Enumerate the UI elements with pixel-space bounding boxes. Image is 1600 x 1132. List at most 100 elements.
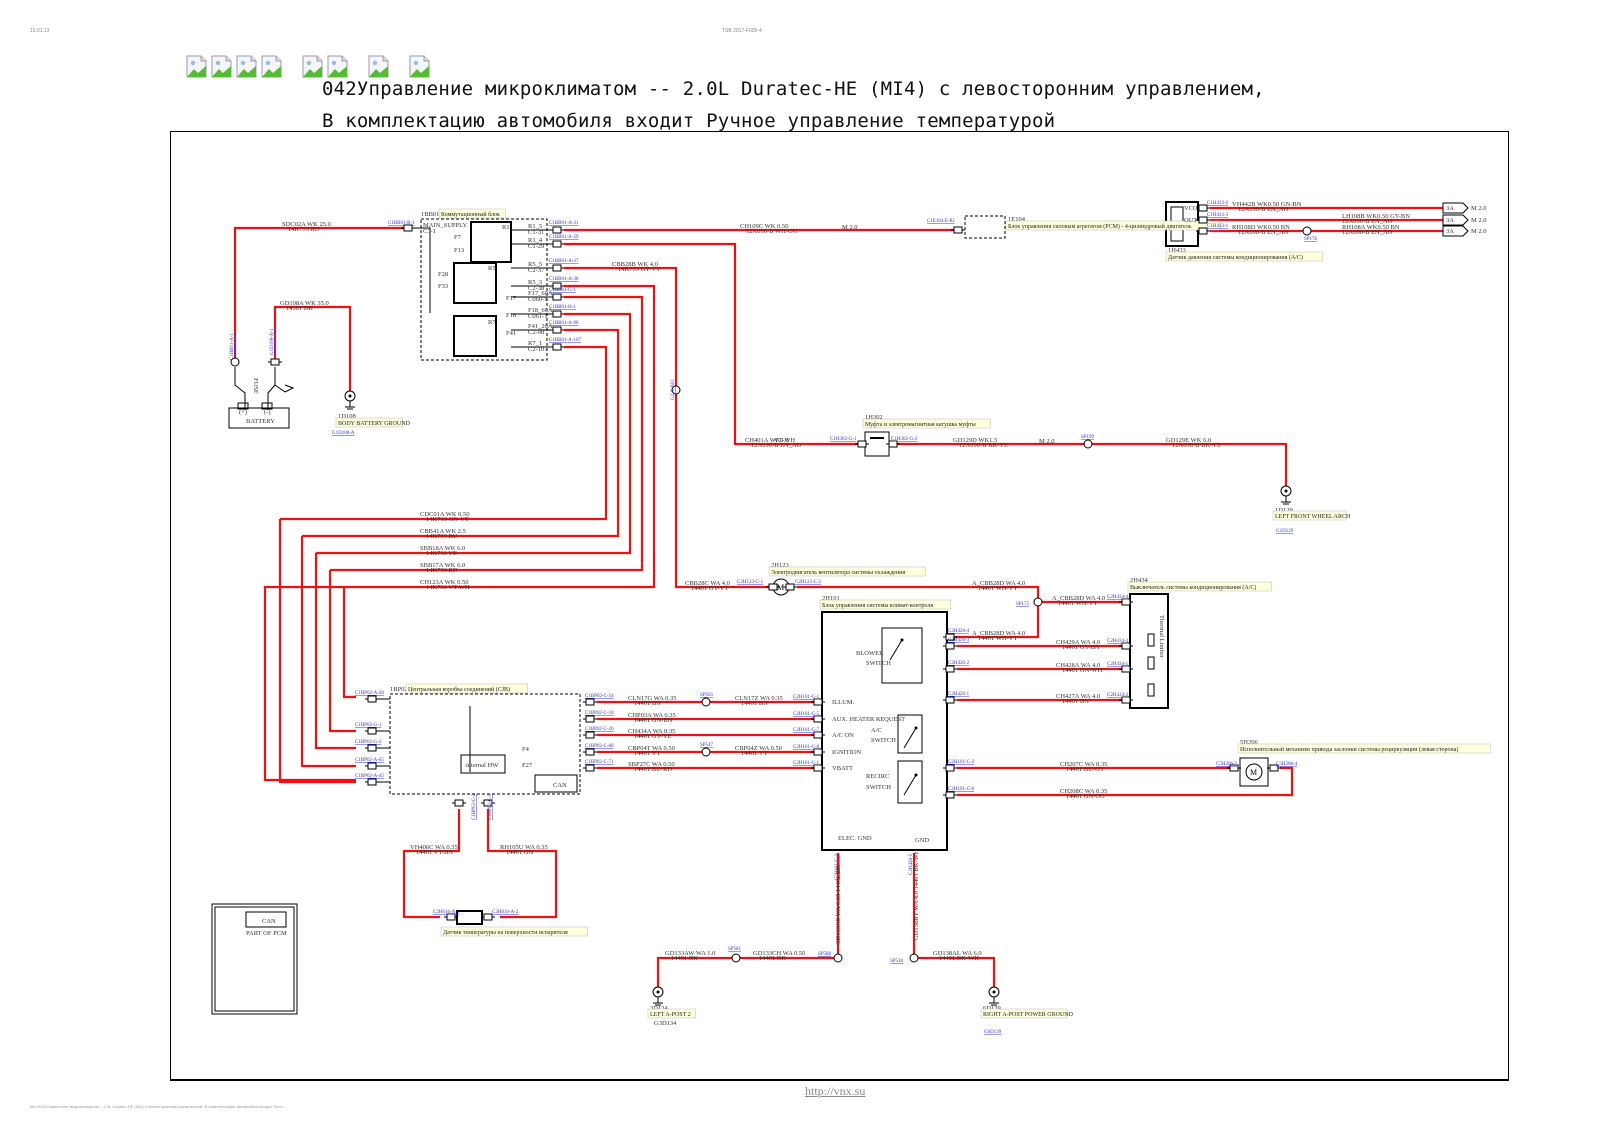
- ibb01-connector-link-3[interactable]: C1BB01-A-38: [549, 277, 579, 282]
- blower-resistor-link-2[interactable]: C2H434-1: [1107, 662, 1129, 667]
- cjb-id: 1BP02: [390, 686, 408, 693]
- fan-link-2[interactable]: C2H123-C-2: [795, 580, 822, 585]
- cjb-right-link-1[interactable]: C1BP02-C-18: [585, 711, 614, 716]
- broken-image-icon: [409, 55, 430, 78]
- wire-label-cln17g: CLN17G WA 0.35: [628, 695, 676, 702]
- splice-sp518-link[interactable]: SP518: [890, 959, 904, 964]
- cjb-left-link-2[interactable]: C1BP02-G-2: [355, 740, 382, 745]
- fuse-dest-0: M 2.0: [1471, 205, 1487, 212]
- cjb-right-link-4[interactable]: C1BP02-C-71: [585, 760, 614, 765]
- wire-label-cbb28d-2-sub: 14401 WH-VT: [1058, 600, 1097, 607]
- connector-battery-pos[interactable]: C1BB01-A-1: [230, 333, 235, 360]
- splice-sp178-link[interactable]: SP178: [1304, 237, 1318, 242]
- climate-right-link-1[interactable]: C2H426-3: [948, 638, 970, 643]
- connector-c2a-link[interactable]: G2 A-B01: [671, 379, 676, 400]
- wire-label-gd129d: GD129D WK1.5: [953, 437, 997, 444]
- ground-6d139-icon: [988, 986, 1000, 1006]
- wire-label-vh442b-sub: 12A690-B EN_AO: [1238, 206, 1289, 213]
- wire-label-ch434a-sub: 14401 GY-YE: [634, 733, 671, 740]
- print-date: 15.01.13: [30, 28, 50, 34]
- ground-6d139-link[interactable]: G6D139: [984, 1030, 1002, 1035]
- evap-sensor-link-2[interactable]: C2H016-A-2: [492, 910, 519, 915]
- broken-image-icon: [327, 55, 348, 78]
- evap-sensor-link-1[interactable]: C2H016-A-1: [433, 910, 460, 915]
- splice-sp175-link[interactable]: SP175: [1016, 602, 1030, 607]
- climate-right-link-4[interactable]: C2H101-C-2: [948, 760, 975, 765]
- cjb-left-link-4[interactable]: C1BP02-A-45: [355, 774, 384, 779]
- blower-resistor-link-1[interactable]: C2H434-3: [1107, 639, 1129, 644]
- ac-sensor-link-1[interactable]: C1H433-3: [1207, 213, 1229, 218]
- cjb-right-link-3[interactable]: C1BP02-C-68: [585, 744, 614, 749]
- splice-sp565-link[interactable]: SP565: [700, 693, 714, 698]
- ground-link-elec[interactable]: C2H101-C-3: [835, 853, 840, 880]
- cjb-left-link-0[interactable]: C1BP02-A-28: [355, 691, 384, 696]
- ibb01-connector-link-2[interactable]: C1BB01-A-37: [549, 259, 579, 264]
- fan-link-1[interactable]: C2H123-C-1: [737, 580, 764, 585]
- cjb-bottom-link-2[interactable]: C1BP02-C-1: [488, 793, 493, 820]
- blower-resistor-link-0[interactable]: C2H434-4: [1107, 595, 1129, 600]
- ground-1d108-link[interactable]: G1D108-A: [332, 431, 355, 436]
- ibb01-connector-link-5[interactable]: C1BB01-H-1: [549, 305, 576, 310]
- ground-3d134-id: 3D134: [650, 1005, 668, 1012]
- wire-label-gd138al: GD138AL WA 6.0: [933, 950, 982, 957]
- page-subtitle: В комплектацию автомобиля входит Ручное …: [322, 110, 1056, 132]
- cjb-left-link-1[interactable]: C1BP02-G-1: [355, 723, 382, 728]
- climate-pin-link-1[interactable]: C2H101-C-5: [793, 712, 820, 717]
- ibb01-connector-link-1[interactable]: C1BB01-A-29: [549, 235, 579, 240]
- connector-body: [585, 764, 595, 772]
- climate-pin-link-2[interactable]: C2H101-C-7: [793, 728, 820, 733]
- ac-sensor-link-0[interactable]: C1H433-2: [1207, 201, 1229, 206]
- cjb-left-link-3[interactable]: C1BP02-A-65: [355, 758, 384, 763]
- wire-cbb28d: [797, 585, 1040, 639]
- splice-sp581-link[interactable]: SP581: [728, 947, 742, 952]
- ibb01-pin-1: R1_4: [528, 237, 543, 244]
- connector-battery-neg[interactable]: G1D108-A-1: [270, 328, 275, 355]
- recirc-motor-link-2[interactable]: C5H206-4: [1276, 762, 1298, 767]
- cjb-right-link-0[interactable]: C1BP02-C-54: [585, 694, 614, 699]
- footer-link[interactable]: http://vnx.su: [805, 1084, 866, 1098]
- connector-c1e104[interactable]: C1E104-E-82: [927, 219, 955, 224]
- climate-right-link-5[interactable]: C2H101-C-6: [948, 787, 975, 792]
- clutch-link-2[interactable]: C1H302-G-2: [891, 437, 918, 442]
- relay-r7: [453, 315, 497, 357]
- ground-link-gnd[interactable]: C2H426-5: [909, 853, 914, 875]
- ibb01-connector-0: [550, 226, 564, 234]
- connector-c1bb01-b1[interactable]: C1BB01-B-1: [388, 221, 415, 226]
- ibb01-connector-link-0[interactable]: C1BB01-A-31: [549, 221, 579, 226]
- connector-body: [585, 715, 595, 723]
- wire-label-chp03a-sub: 14401 GN-BN: [634, 717, 673, 724]
- ibb01-connector-link-4[interactable]: C1BB01-G-1: [549, 288, 576, 293]
- ibb01-connector-link-6[interactable]: C1BB01-A-98: [549, 321, 579, 326]
- cjb-bottom-link-1[interactable]: C1BP02-C-2: [472, 793, 477, 820]
- ac-sensor-id: 1H433: [1168, 247, 1186, 254]
- connector-body: [857, 440, 867, 448]
- ibb01-connector-link-7[interactable]: C1BB01-A-107: [549, 338, 581, 343]
- climate-pin-link-3[interactable]: C2H101-C-8: [793, 745, 820, 750]
- splice-sp588-link[interactable]: SP588: [818, 952, 832, 957]
- splice-sp199-link[interactable]: SP199: [1081, 435, 1095, 440]
- ac-sensor-link-2[interactable]: C1H433-1: [1207, 224, 1229, 229]
- recirc-motor-link-1[interactable]: C5H206-2: [1216, 762, 1238, 767]
- climate-pin-link-0[interactable]: C2H101-C-1: [793, 695, 820, 700]
- cjb-bottom-connector-2: [481, 799, 495, 807]
- ground-1d129-link[interactable]: G1D129: [1276, 529, 1294, 534]
- wire-label-cbb28d-3: A_CBB28D WA 4.0: [972, 630, 1025, 637]
- connector-body: [367, 727, 377, 735]
- wire-gd108a: [273, 305, 352, 392]
- wire-label-vh406c-sub: 14401 VT-BN: [416, 849, 453, 856]
- cjb-right-link-2[interactable]: C1BP02-C-26: [585, 727, 614, 732]
- splice-sp547-link[interactable]: SP547: [700, 743, 714, 748]
- clutch-link-1[interactable]: C1H302-G-1: [830, 437, 857, 442]
- climate-pin-link-4[interactable]: C2H101-C-1: [793, 761, 820, 766]
- climate-right-link-0[interactable]: C2H426-4: [948, 629, 970, 634]
- climate-control-outline: [821, 611, 948, 851]
- climate-right-link-3[interactable]: C2H426-1: [948, 692, 970, 697]
- toolbar-icons: [186, 55, 430, 78]
- climate-right-connector-0: [943, 633, 957, 641]
- ac-switch-label: SWITCH: [871, 737, 896, 744]
- blower-resistor-link-3[interactable]: C2H434-2: [1107, 693, 1129, 698]
- wire-label-ch427a-sub: 14401 BN: [1062, 698, 1089, 705]
- climate-right-link-2[interactable]: C2H426-2: [948, 661, 970, 666]
- wire-label-sdc02a-sub: 14K733 RD: [288, 226, 320, 233]
- recirc-switch-label: SWITCH: [866, 784, 891, 791]
